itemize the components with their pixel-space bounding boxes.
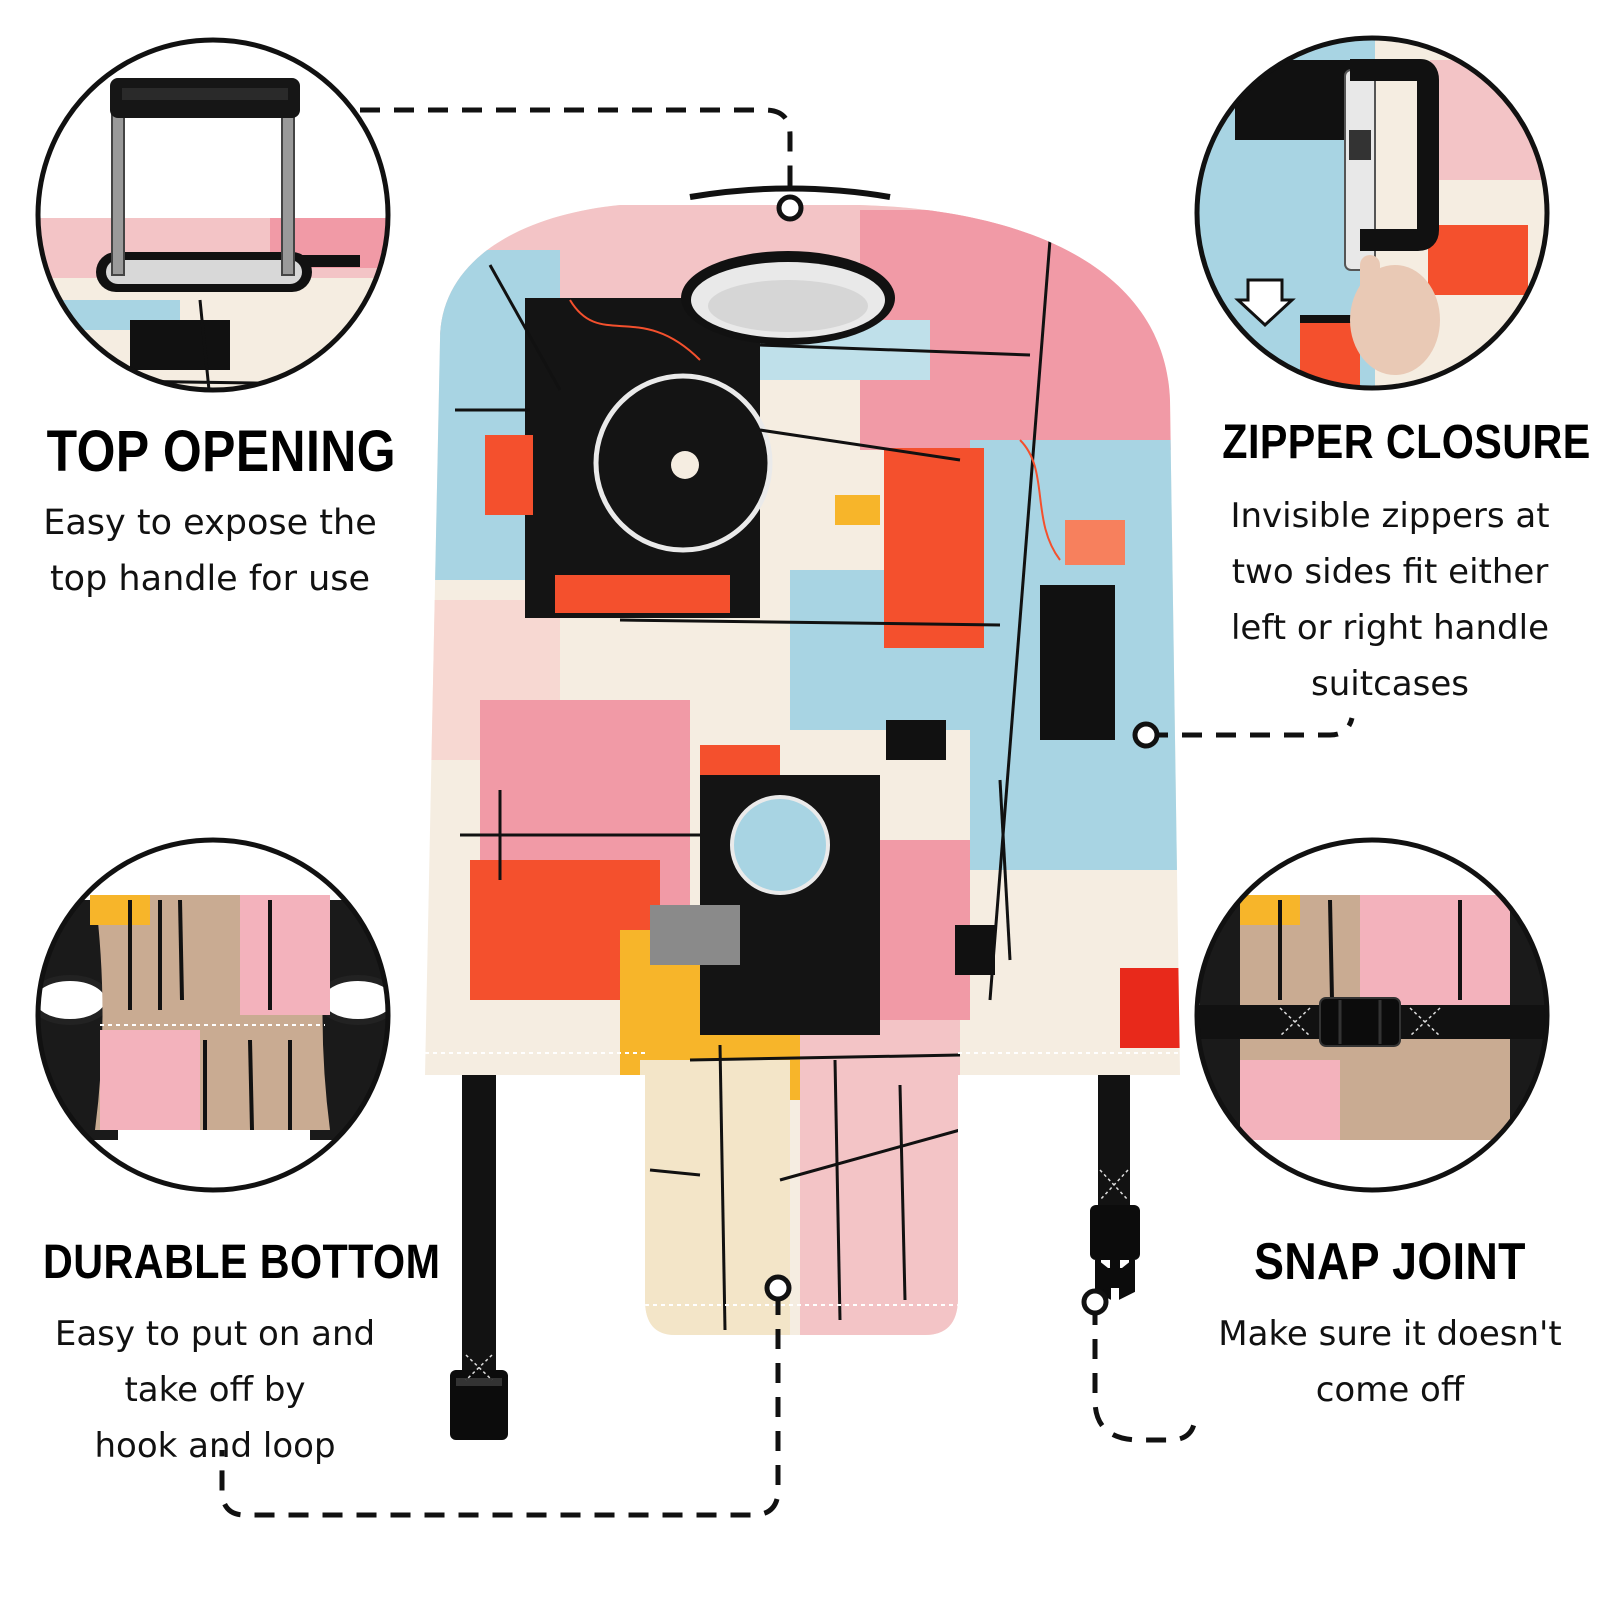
feature-line: Invisible zippers at [1230, 496, 1550, 536]
zipper-closure-detail-circle [1194, 35, 1550, 391]
collar-trim [689, 185, 891, 200]
snap-joint-detail-circle [1194, 837, 1550, 1193]
feature-line: come off [1315, 1370, 1465, 1410]
feature-line: left or right handle [1230, 608, 1550, 648]
feature-description: Easy to expose the top handle for use [20, 495, 400, 607]
left-strap [450, 1060, 508, 1440]
luggage-cover [425, 205, 1180, 1335]
feature-zipper-closure: ZIPPER CLOSURE Invisible zippers at two … [1195, 415, 1591, 712]
feature-description: Make sure it doesn't come off [1195, 1306, 1585, 1418]
feature-line: two sides fit either [1231, 552, 1549, 592]
callout-connectors [219, 107, 1355, 1518]
feature-line: top handle for use [49, 559, 371, 599]
feature-title: DURABLE BOTTOM [43, 1236, 441, 1289]
feature-title: ZIPPER CLOSURE [1222, 416, 1591, 469]
feature-title: TOP OPENING [46, 419, 396, 484]
durable-bottom-detail-circle [35, 837, 391, 1193]
feature-description: Invisible zippers at two sides fit eithe… [1195, 488, 1585, 712]
feature-durable-bottom: DURABLE BOTTOM Easy to put on and take o… [15, 1235, 441, 1474]
feature-line: hook and loop [94, 1426, 336, 1466]
feature-line: suitcases [1311, 664, 1469, 704]
feature-snap-joint: SNAP JOINT Make sure it doesn't come off [1195, 1232, 1585, 1418]
top-handle-opening [681, 251, 895, 345]
feature-top-opening: TOP OPENING Easy to expose the top handl… [20, 418, 400, 607]
feature-line: take off by [124, 1370, 306, 1410]
feature-description: Easy to put on and take off by hook and … [15, 1306, 415, 1474]
feature-line: Easy to put on and [54, 1314, 376, 1354]
top-opening-detail-circle [35, 37, 391, 393]
callout-dots [764, 194, 1160, 1316]
feature-line: Easy to expose the [43, 503, 377, 543]
feature-line: Make sure it doesn't [1218, 1314, 1562, 1354]
right-strap [1090, 1060, 1140, 1300]
feature-title: SNAP JOINT [1254, 1233, 1526, 1291]
